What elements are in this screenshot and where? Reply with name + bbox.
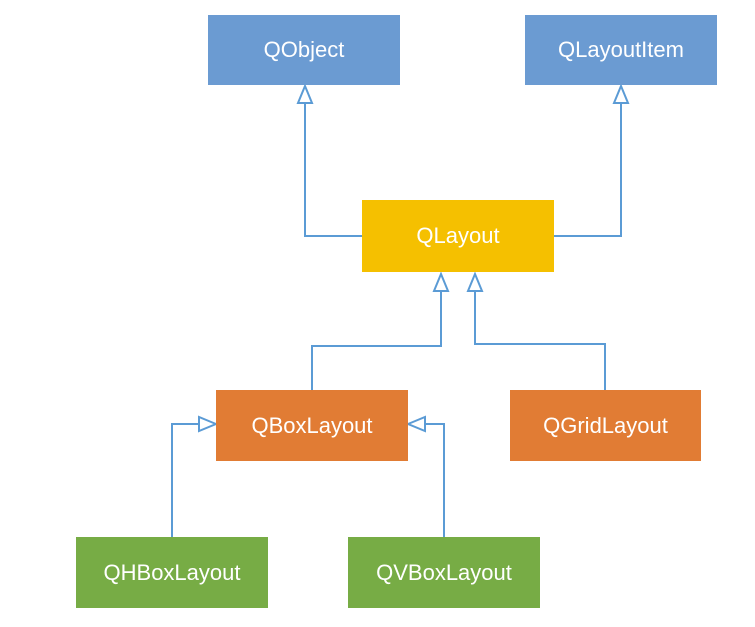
edge-qlayout-qlayoutitem: [554, 103, 622, 237]
qlayout-box: QLayout: [362, 200, 554, 272]
qgridlayout-box: QGridLayout: [510, 390, 701, 461]
qboxlayout-label: QBoxLayout: [251, 412, 373, 438]
inheritance-arrowhead: [296, 83, 314, 104]
qvboxlayout-label: QVBoxLayout: [376, 559, 512, 585]
qobject-label: QObject: [263, 37, 345, 62]
qlayoutitem-label: QLayoutItem: [558, 37, 684, 62]
edge-qhboxlayout-qboxlayout: [171, 423, 199, 537]
qlayoutitem-box: QLayoutItem: [525, 15, 717, 85]
edge-qlayout-qobject: [304, 103, 362, 237]
qhboxlayout-label: QHBoxLayout: [103, 559, 241, 585]
qobject-box: QObject: [208, 15, 400, 85]
inheritance-arrowhead: [405, 415, 426, 433]
qlayout-label: QLayout: [416, 223, 500, 248]
inheritance-arrowhead: [612, 83, 630, 104]
inheritance-arrowhead: [432, 271, 450, 292]
qvboxlayout-box: QVBoxLayout: [348, 537, 540, 608]
inheritance-arrowhead: [198, 415, 219, 433]
qgridlayout-label: QGridLayout: [543, 412, 668, 438]
edge-qvboxlayout-qboxlayout: [425, 423, 445, 537]
edge-qgridlayout-qlayout: [474, 291, 606, 390]
qhboxlayout-box: QHBoxLayout: [76, 537, 268, 608]
qboxlayout-box: QBoxLayout: [216, 390, 408, 461]
edge-qboxlayout-qlayout: [311, 291, 442, 390]
inheritance-arrowhead: [466, 271, 484, 292]
